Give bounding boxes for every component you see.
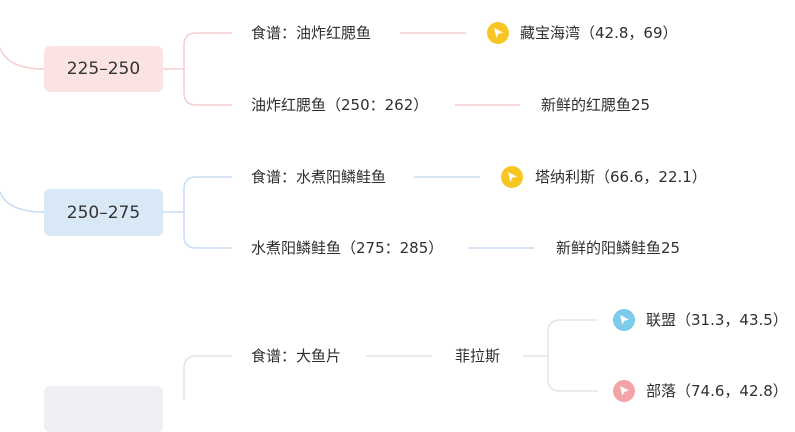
recipe-node-fried-redgill[interactable]: 食谱：油炸红腮鱼 [251,24,372,42]
connector-root-g2 [0,191,45,213]
connector-g2-branch-top [183,176,232,212]
connector-g1-branch-bottom [183,69,232,106]
location-node-tanaris[interactable]: 塔纳利斯（66.6，22.1） [535,168,707,186]
craft-result-node-sunscale[interactable]: 新鲜的阳鳞鲑鱼25 [556,239,681,257]
range-node-partial[interactable] [44,386,163,432]
location-flag-icon [487,22,509,44]
vendor-node-feralas[interactable]: 菲拉斯 [455,347,501,365]
connector-g1-branch-top [183,32,232,69]
alliance-flag-icon [613,309,635,331]
craft-result-node-redgill[interactable]: 新鲜的红腮鱼25 [541,96,651,114]
recipe-node-big-fish-fillet[interactable]: 食谱：大鱼片 [251,347,342,365]
range-label: 250–275 [66,202,141,223]
range-node-250-275[interactable]: 250–275 [44,189,163,236]
connector-g3-branch-top [183,355,232,400]
range-node-225-250[interactable]: 225–250 [44,46,163,92]
range-label: 225–250 [66,59,141,79]
alliance-location-node[interactable]: 联盟（31.3，43.5） [646,311,788,329]
horde-location-node[interactable]: 部落（74.6，42.8） [646,382,788,400]
connector-g3-branch-alliance [547,319,598,356]
location-flag-icon [501,166,523,188]
connector-lines [0,32,598,400]
connector-root-g1 [0,47,45,70]
horde-flag-icon [613,380,635,402]
connector-g3-branch-horde [547,356,598,392]
recipe-node-poached-sunscale[interactable]: 食谱：水煮阳鳞鲑鱼 [251,168,387,186]
craft-node-poached-sunscale[interactable]: 水煮阳鳞鲑鱼（275：285） [251,239,444,257]
location-node-booty-bay[interactable]: 藏宝海湾（42.8，69） [520,24,678,42]
craft-node-fried-redgill[interactable]: 油炸红腮鱼（250：262） [251,96,429,114]
connector-g2-branch-bottom [183,212,232,249]
